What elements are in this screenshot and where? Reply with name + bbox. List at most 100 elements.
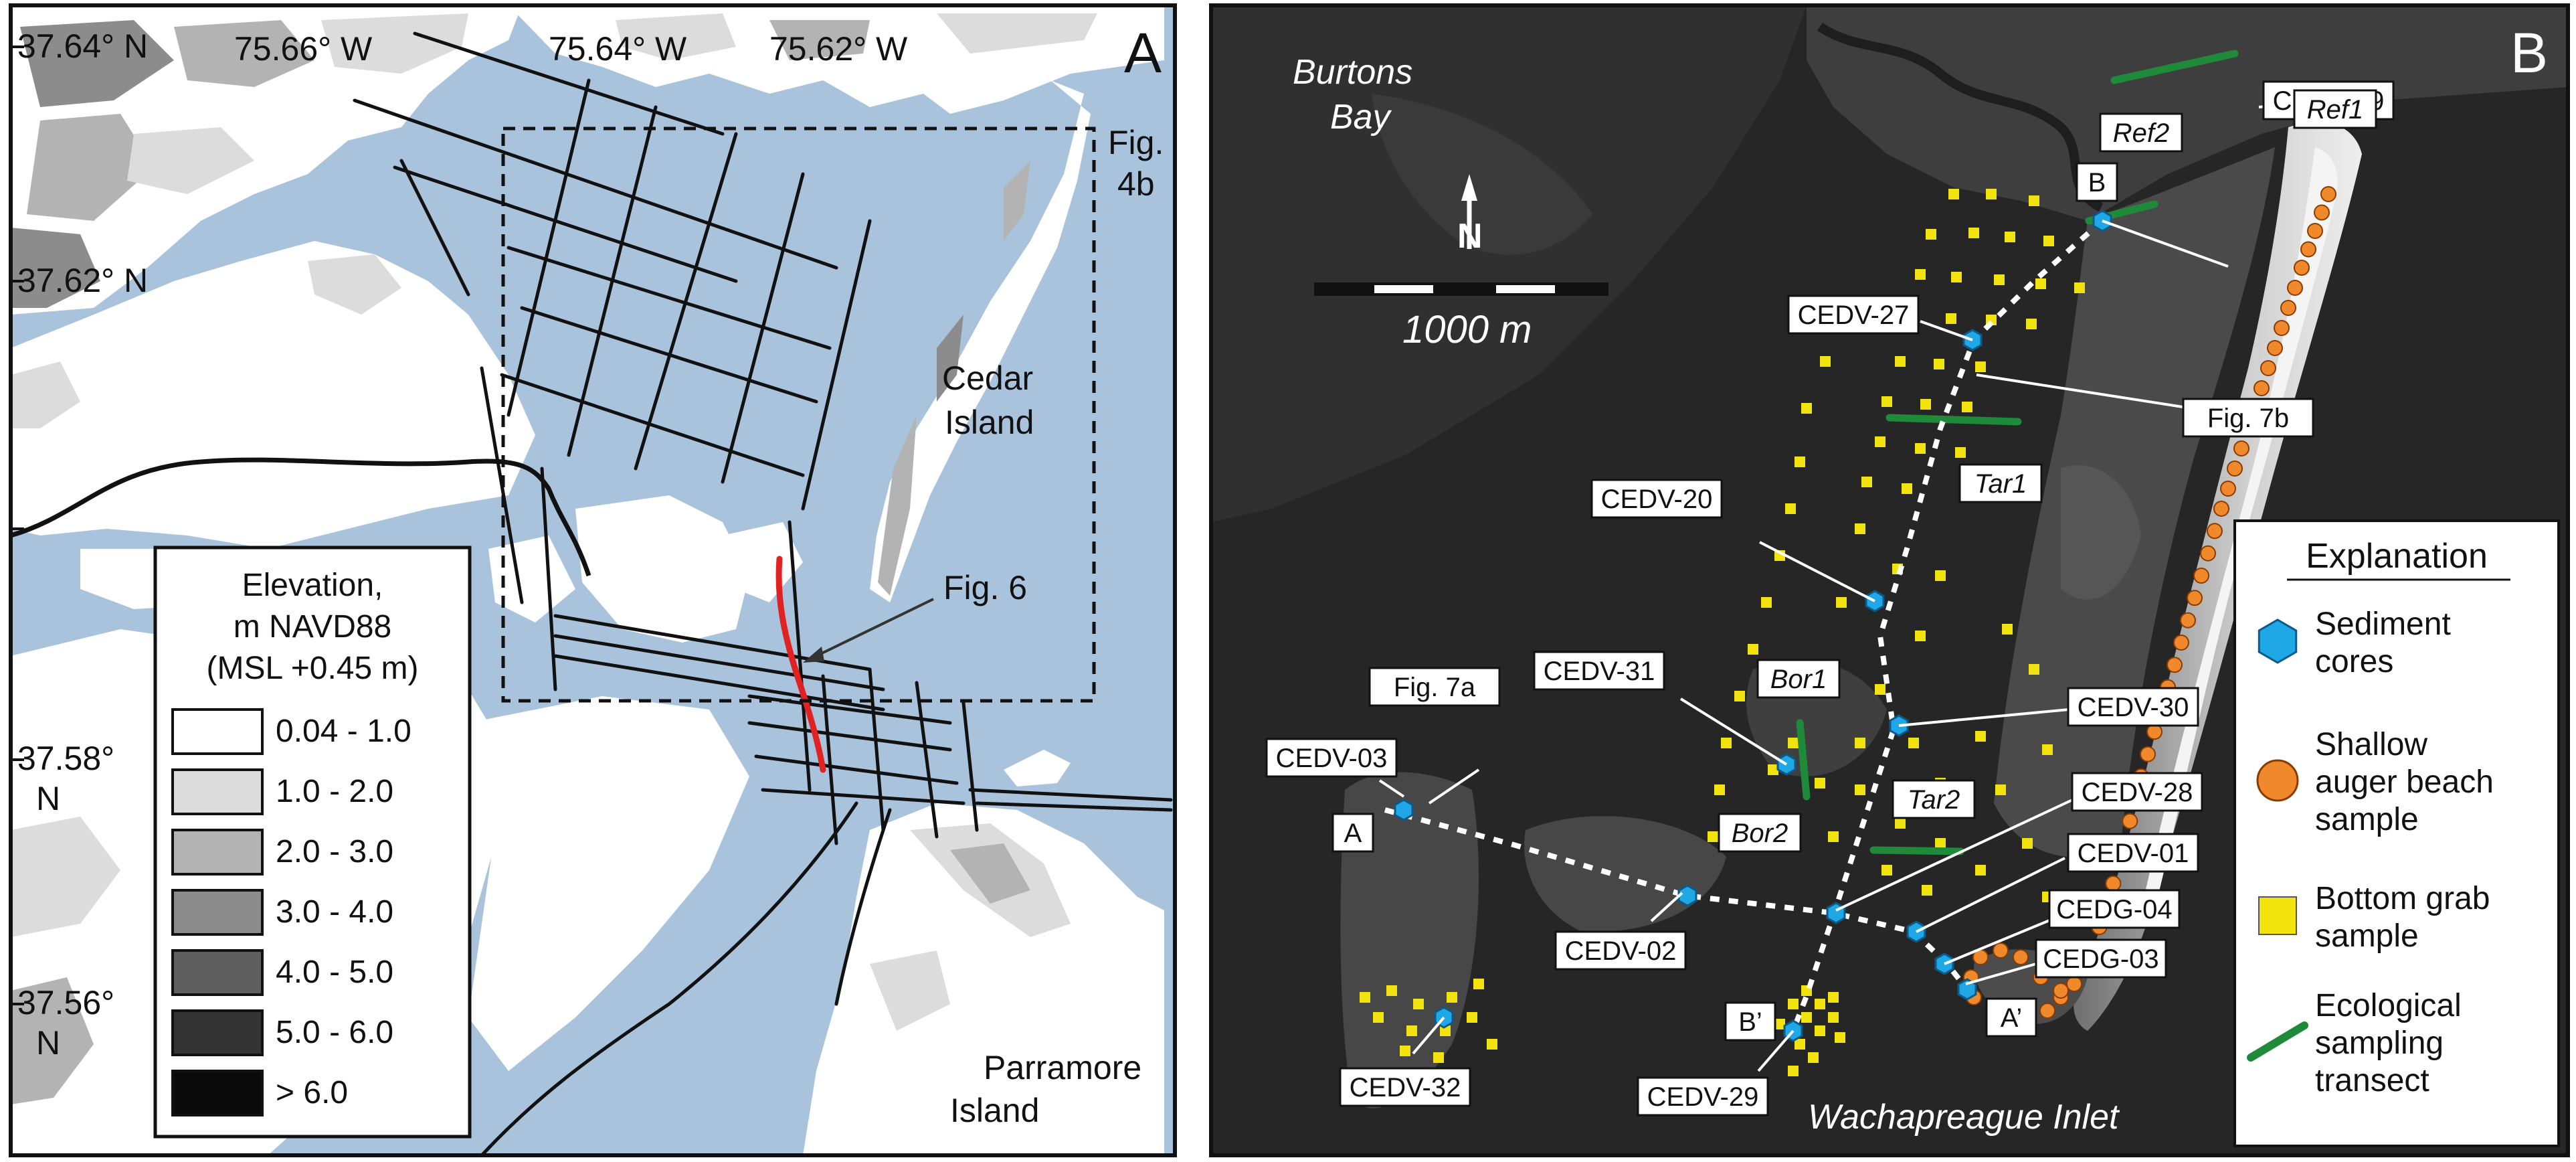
lat-label-3: 37.58°: [17, 740, 114, 777]
grab-sample-marker: [1934, 359, 1944, 369]
explanation-text: sampling: [2315, 1025, 2444, 1061]
parramore-island-label-1: Parramore: [984, 1049, 1141, 1086]
grab-sample-marker: [1440, 1025, 1451, 1036]
lat-label-3-n: N: [36, 780, 60, 817]
auger-sample-marker: [2314, 204, 2330, 221]
marsh-north-b: [1807, 5, 2568, 221]
callout-box: CEDG-03: [2035, 938, 2167, 979]
fig-4b-label-line1: Fig.: [1108, 124, 1164, 161]
callout-text: B’: [1738, 1007, 1762, 1037]
marsh-island-2: [1524, 816, 1726, 932]
callout-text: A’: [2001, 1003, 2023, 1033]
auger-sample-symbol: [2256, 759, 2299, 802]
grab-sample-marker: [1926, 229, 1936, 240]
grab-sample-marker: [1975, 361, 1986, 372]
callout-box: CEDV-20: [1590, 479, 1723, 519]
auger-sample-marker: [2307, 223, 2323, 239]
grab-sample-marker: [1815, 999, 1825, 1009]
marsh-northeast: [509, 5, 1164, 114]
grab-sample-marker: [1406, 1025, 1417, 1036]
grab-sample-marker: [1875, 684, 1885, 695]
auger-sample-marker: [2013, 949, 2029, 965]
callout-text: CEDV-03: [1276, 744, 1388, 773]
callout-text: CEDV-20: [1601, 485, 1713, 514]
auger-sample-marker: [2146, 724, 2163, 740]
scale-label: 1000 m: [1402, 308, 1532, 351]
callout-box: CEDV-32: [1339, 1067, 1471, 1107]
grab-sample-marker: [1748, 644, 1758, 655]
callout-box: Ref2: [2099, 112, 2183, 153]
legend-label: 4.0 - 5.0: [276, 954, 393, 990]
grab-sample-marker: [1801, 403, 1812, 414]
lat-label-4-n: N: [36, 1024, 60, 1062]
explanation-title: Explanation: [2306, 537, 2488, 576]
callout-text: CEDV-27: [1798, 301, 1910, 330]
lon-label-1: 75.66° W: [234, 30, 373, 68]
grab-sample-marker: [1795, 1039, 1805, 1050]
grab-sample-marker: [1861, 477, 1872, 487]
lon-label-3: 75.62° W: [769, 30, 908, 68]
grab-sample-marker: [1788, 1066, 1799, 1076]
grab-sample-marker: [1895, 818, 1906, 829]
grab-sample-marker: [1986, 189, 1997, 199]
grab-sample-symbol: [2258, 896, 2297, 935]
grab-sample-marker: [1360, 992, 1370, 1003]
grab-sample-marker: [1774, 1019, 1785, 1029]
callout-box: Fig. 7b: [2182, 398, 2314, 438]
explanation-text: auger beach: [2315, 764, 2494, 800]
fig-6-arrow: [803, 598, 934, 663]
grab-sample-marker: [1955, 447, 1966, 458]
grab-sample-marker: [1828, 1012, 1839, 1023]
north-arrow: N: [1457, 174, 1483, 256]
legend-swatch: [171, 1070, 264, 1116]
callout-text: CEDV-32: [1350, 1073, 1461, 1102]
panel-a-frame: [9, 3, 1177, 1157]
grab-sample-marker: [1915, 443, 1926, 454]
grab-sample-marker: [1975, 865, 1986, 876]
auger-sample-marker: [2300, 241, 2316, 258]
callout-text: CEDV-28: [2082, 778, 2193, 807]
explanation-text: Bottom grab: [2315, 881, 2490, 916]
auger-sample-marker: [2227, 461, 2243, 477]
legend-label: 2.0 - 3.0: [276, 834, 393, 869]
grab-sample-marker: [1386, 985, 1397, 996]
callout-box: Bor1: [1756, 659, 1841, 699]
core-marker: [1826, 902, 1846, 924]
legend-swatch: [171, 949, 264, 996]
grab-sample-marker: [1948, 189, 1959, 199]
callout-text: B: [2088, 168, 2106, 197]
auger-sample-marker: [2122, 813, 2138, 829]
grab-sample-marker: [1785, 503, 1796, 514]
grab-sample-marker: [1875, 436, 1885, 447]
callout-text: CEDV-31: [1544, 657, 1655, 686]
callout-box: B’: [1724, 1001, 1776, 1042]
grab-sample-marker: [1467, 1012, 1477, 1023]
grab-sample-marker: [1761, 597, 1772, 608]
grab-sample-marker: [1487, 1039, 1497, 1050]
grab-sample-marker: [1447, 992, 1457, 1003]
callout-box: CEDG-04: [2048, 889, 2181, 929]
grab-sample-marker: [1815, 778, 1825, 788]
panel-b-map: N 1000 m Burtons Bay Wachapreague Inlet: [1209, 3, 2570, 1157]
callout-text: CEDV-29: [1647, 1082, 1759, 1112]
legend-label: 5.0 - 6.0: [276, 1015, 393, 1050]
grab-sample-marker: [1708, 831, 1718, 842]
legend-swatch: [171, 1009, 264, 1056]
legend-title-2: m NAVD88: [234, 609, 392, 645]
grab-sample-marker: [1968, 228, 1979, 238]
callout-text: A: [1344, 819, 1362, 848]
auger-sample-marker: [2213, 501, 2229, 517]
wachapreague-label: Wachapreague Inlet: [1808, 1098, 2120, 1137]
grab-sample-marker: [1994, 274, 2005, 285]
transect-symbol: [2247, 1021, 2308, 1062]
grab-sample-marker: [1895, 356, 1906, 367]
grab-sample-marker: [1836, 597, 1847, 608]
grab-sample-marker: [2002, 624, 2013, 635]
core-marker: [1677, 884, 1697, 907]
callout-labels: CEDV-19CEDV-27CEDV-20CEDV-31CEDV-03CEDV-…: [1265, 80, 2395, 1116]
auger-sample-marker: [2220, 481, 2236, 497]
explanation-text: sample: [2315, 802, 2419, 837]
channel-line: [11, 457, 591, 577]
